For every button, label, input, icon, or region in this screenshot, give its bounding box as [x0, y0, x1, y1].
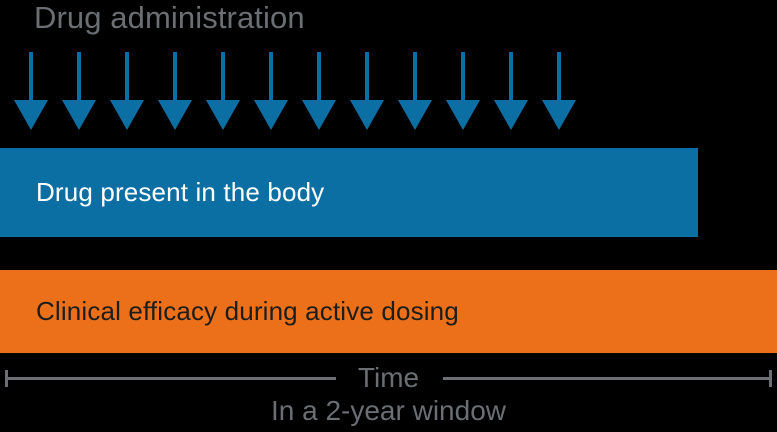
down-arrow-shaft [269, 52, 273, 104]
clinical-efficacy-bar-label: Clinical efficacy during active dosing [36, 296, 459, 326]
down-arrow-shaft [29, 52, 33, 104]
time-axis-left-line [6, 377, 336, 380]
down-arrow-icon [302, 52, 336, 130]
down-arrow-head [542, 100, 576, 130]
down-arrow-shaft [221, 52, 225, 104]
time-axis: Time [0, 360, 777, 396]
down-arrow-shaft [413, 52, 417, 104]
down-arrow-shaft [509, 52, 513, 104]
down-arrow-head [110, 100, 144, 130]
down-arrow-head [494, 100, 528, 130]
down-arrow-icon [14, 52, 48, 130]
down-arrow-icon [206, 52, 240, 130]
down-arrow-shaft [125, 52, 129, 104]
dosing-arrow-group [0, 52, 777, 132]
clinical-efficacy-bar: Clinical efficacy during active dosing [0, 270, 777, 353]
down-arrow-icon [350, 52, 384, 130]
down-arrow-shaft [317, 52, 321, 104]
down-arrow-head [350, 100, 384, 130]
down-arrow-icon [398, 52, 432, 130]
down-arrow-head [62, 100, 96, 130]
down-arrow-head [158, 100, 192, 130]
time-axis-label: Time [357, 362, 420, 393]
down-arrow-icon [494, 52, 528, 130]
time-axis-right-line [443, 377, 769, 380]
down-arrow-head [14, 100, 48, 130]
down-arrow-shaft [173, 52, 177, 104]
figure-caption: In a 2-year window [270, 395, 506, 426]
down-arrow-icon [254, 52, 288, 130]
drug-administration-title: Drug administration [34, 0, 305, 35]
down-arrow-head [446, 100, 480, 130]
down-arrow-shaft [77, 52, 81, 104]
down-arrow-icon [542, 52, 576, 130]
down-arrow-icon [110, 52, 144, 130]
down-arrow-shaft [365, 52, 369, 104]
down-arrow-shaft [557, 52, 561, 104]
down-arrow-icon [158, 52, 192, 130]
down-arrow-head [206, 100, 240, 130]
down-arrow-head [398, 100, 432, 130]
down-arrow-icon [62, 52, 96, 130]
down-arrow-shaft [461, 52, 465, 104]
time-axis-right-cap [769, 370, 772, 387]
drug-present-bar-label: Drug present in the body [36, 177, 325, 207]
down-arrow-head [254, 100, 288, 130]
down-arrow-head [302, 100, 336, 130]
down-arrow-icon [446, 52, 480, 130]
drug-present-bar: Drug present in the body [0, 148, 698, 237]
